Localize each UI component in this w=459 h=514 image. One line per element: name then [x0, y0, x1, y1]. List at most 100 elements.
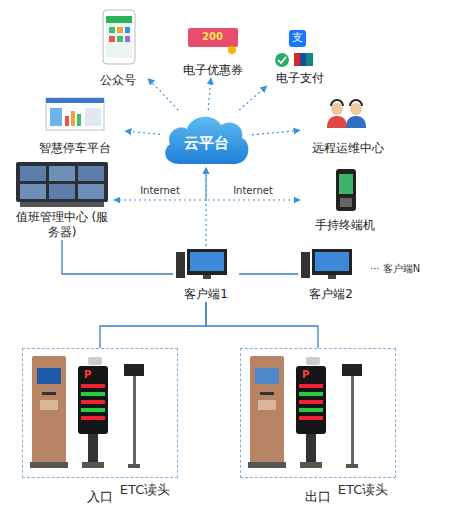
monitor-screen [78, 166, 104, 181]
led-display [296, 366, 326, 434]
kiosk-screen [255, 368, 279, 384]
kiosk [250, 356, 284, 466]
annotation-label: 200 [202, 31, 223, 42]
platform-icon [46, 98, 104, 130]
entrance-area: 入口ETC读头 [22, 348, 178, 478]
annotation-label: 支 [292, 32, 303, 44]
display-base [82, 462, 104, 468]
node-label: 客户端1 [184, 287, 228, 302]
platform-bar [46, 98, 104, 103]
wire-link [239, 273, 298, 274]
camera [306, 357, 320, 365]
led-row [81, 392, 105, 396]
etc-base [128, 464, 140, 468]
network-link [252, 130, 300, 134]
kiosk-screen [37, 368, 61, 384]
monitor-screen [20, 166, 46, 181]
led-row [299, 384, 323, 388]
handheld-keys [340, 198, 352, 207]
platform-chart [77, 114, 81, 126]
kiosk-keypad [258, 400, 276, 410]
unionpay-stripe [306, 53, 313, 66]
wechat-check [278, 57, 286, 63]
display-column [306, 434, 316, 464]
remote-ops-node: 远程运维中心 [300, 96, 396, 156]
annotation-label: P [302, 369, 309, 380]
kiosk-base [30, 462, 68, 468]
handheld-node: 手持终端机 [300, 167, 390, 233]
handheld-icon [336, 169, 356, 211]
led-row [81, 408, 105, 412]
cloud-node: 云平台 [160, 110, 252, 168]
pc-screen [315, 252, 349, 271]
node-label: 电子支付 [276, 71, 324, 86]
etc-pole [133, 376, 136, 464]
edge-label: Internet [233, 185, 273, 196]
kiosk-slot [260, 392, 274, 395]
annotation-label: ··· 客户端N [370, 263, 420, 274]
operator-headset [350, 100, 362, 106]
etc-reader-node: ETC读头 [333, 363, 393, 473]
unionpay-stripe [300, 53, 307, 66]
kiosk [32, 356, 66, 466]
network-link [208, 78, 211, 110]
wire-link [206, 302, 318, 348]
led-row [81, 384, 105, 388]
node-label: 智慧停车平台 [39, 141, 111, 156]
phone-tile [117, 27, 123, 33]
phone-tile [117, 36, 123, 42]
led-row [81, 400, 105, 404]
led-row [299, 392, 323, 396]
platform-chart [65, 116, 69, 126]
network-link [206, 168, 300, 200]
node-label: 云平台 [184, 128, 229, 151]
operator-body [327, 116, 347, 128]
pc-stand [203, 275, 211, 279]
monitor-screen [49, 184, 75, 199]
phone-icon [103, 10, 135, 64]
etc-base [346, 464, 358, 468]
cloud-outline [165, 117, 248, 164]
pc-monitor [187, 249, 227, 275]
node-label: 手持终端机 [315, 218, 375, 233]
client-node: 客户端2 [298, 246, 364, 302]
kiosk-keypad [40, 400, 58, 410]
wire-link [100, 302, 206, 348]
wechat-account-node: 公众号 [88, 6, 148, 88]
node-label: 值班管理中心 (服务器) [10, 210, 114, 240]
operator-body [346, 116, 366, 128]
platform-panel [50, 108, 62, 126]
pc-tower [301, 252, 310, 278]
exit-area: 出口ETC读头 [240, 348, 396, 478]
led-row [299, 416, 323, 420]
node-label: ETC读头 [115, 485, 175, 495]
desk [20, 202, 104, 207]
led-row [299, 400, 323, 404]
platform-panel [85, 108, 101, 126]
pc-monitor [312, 249, 352, 275]
monitor-screen [78, 184, 104, 199]
network-link [239, 86, 267, 110]
monitor-screen [20, 184, 46, 199]
kiosk-slot [42, 392, 56, 395]
coupon-icon [188, 28, 238, 47]
etc-panel [342, 364, 362, 376]
led-row [81, 416, 105, 420]
duty-center-node: 值班管理中心 (服务器) [10, 160, 114, 240]
etc-reader-node: ETC读头 [115, 363, 175, 473]
annotation-label: P [84, 369, 91, 380]
operator-head [331, 103, 343, 115]
pc-tower [176, 252, 185, 278]
phone-tile [125, 27, 130, 33]
alipay-icon [289, 30, 306, 47]
node-label: 远程运维中心 [312, 141, 384, 156]
platform-node: 智慧停车平台 [25, 96, 125, 156]
platform-chart [71, 111, 75, 126]
coupon-key [228, 46, 236, 54]
handheld-screen [339, 174, 353, 194]
phone-tile [125, 36, 130, 42]
network-link [114, 168, 206, 200]
kiosk-base [248, 462, 286, 468]
